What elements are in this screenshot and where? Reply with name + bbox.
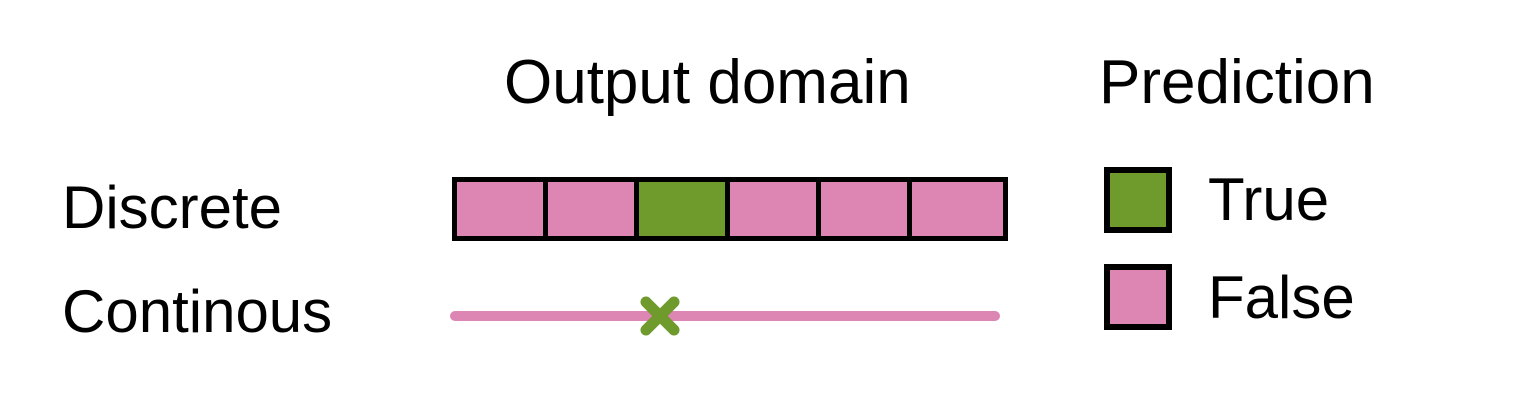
discrete-cell (912, 182, 1003, 236)
discrete-cell (548, 182, 639, 236)
discrete-cell-true (639, 182, 730, 236)
legend-label-true: True (1208, 166, 1330, 233)
legend-swatch-true (1104, 167, 1172, 233)
legend-swatch-false (1104, 264, 1172, 330)
continuous-track (450, 311, 1000, 321)
discrete-cell (821, 182, 912, 236)
column-header-output-domain: Output domain (504, 48, 911, 117)
row-label-continous: Continous (62, 278, 333, 345)
discrete-cell (457, 182, 548, 236)
discrete-cell-strip (452, 177, 1008, 241)
x-marker-icon (638, 294, 682, 338)
row-label-discrete: Discrete (62, 174, 283, 241)
legend-label-false: False (1208, 264, 1355, 331)
column-header-prediction: Prediction (1099, 48, 1375, 117)
discrete-cell (730, 182, 821, 236)
